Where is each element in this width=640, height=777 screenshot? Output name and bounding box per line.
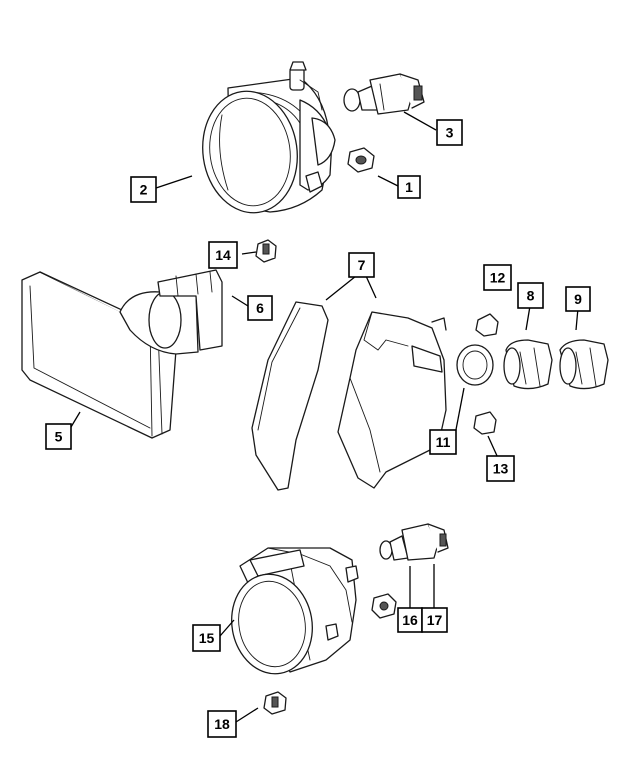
plug-lower-illustration (473, 411, 497, 435)
bulb-illustration (343, 73, 425, 115)
plug-illustration (475, 313, 499, 337)
callout-3: 3 (436, 119, 463, 146)
svg-text:18: 18 (214, 716, 230, 732)
svg-text:16: 16 (402, 612, 418, 628)
socket-2-illustration (559, 339, 609, 390)
callout-15: 15 (192, 624, 221, 652)
nut-lower-illustration (371, 593, 397, 619)
callout-11: 11 (429, 429, 457, 455)
callout-14: 14 (208, 241, 238, 269)
svg-text:15: 15 (199, 630, 215, 646)
svg-text:2: 2 (140, 182, 148, 198)
retainer-illustration (347, 147, 375, 173)
callout-12: 12 (483, 264, 512, 291)
svg-text:8: 8 (527, 288, 535, 304)
callout-5: 5 (45, 423, 72, 450)
bulb-lower-illustration (379, 523, 449, 561)
callout-9: 9 (565, 286, 591, 312)
fog-lamp-illustration (21, 269, 223, 439)
nut-bottom-illustration (263, 691, 287, 715)
callout-18: 18 (207, 710, 237, 738)
callout-7: 7 (348, 252, 375, 278)
socket-illustration (503, 339, 553, 390)
fog-lamp-round-illustration (231, 547, 359, 675)
svg-text:3: 3 (446, 125, 454, 141)
svg-text:5: 5 (55, 429, 63, 445)
svg-text:14: 14 (215, 247, 231, 263)
svg-text:11: 11 (436, 434, 451, 450)
callout-8: 8 (517, 282, 544, 309)
callout-1: 1 (397, 175, 421, 199)
callout-16: 16 (397, 607, 423, 633)
lamp-lens-illustration (251, 301, 447, 491)
headlamp-illustration (202, 61, 336, 214)
callout-6: 6 (247, 295, 273, 321)
svg-text:17: 17 (427, 612, 443, 628)
svg-text:1: 1 (405, 179, 413, 195)
svg-text:9: 9 (574, 291, 582, 307)
svg-text:13: 13 (493, 461, 509, 477)
nut-illustration (255, 239, 277, 263)
callout-17: 17 (421, 607, 448, 633)
gasket-illustration (456, 344, 494, 386)
callout-13: 13 (486, 455, 515, 482)
svg-text:7: 7 (358, 257, 366, 273)
svg-text:6: 6 (256, 300, 264, 316)
callout-2: 2 (130, 176, 157, 203)
svg-text:12: 12 (490, 270, 506, 286)
